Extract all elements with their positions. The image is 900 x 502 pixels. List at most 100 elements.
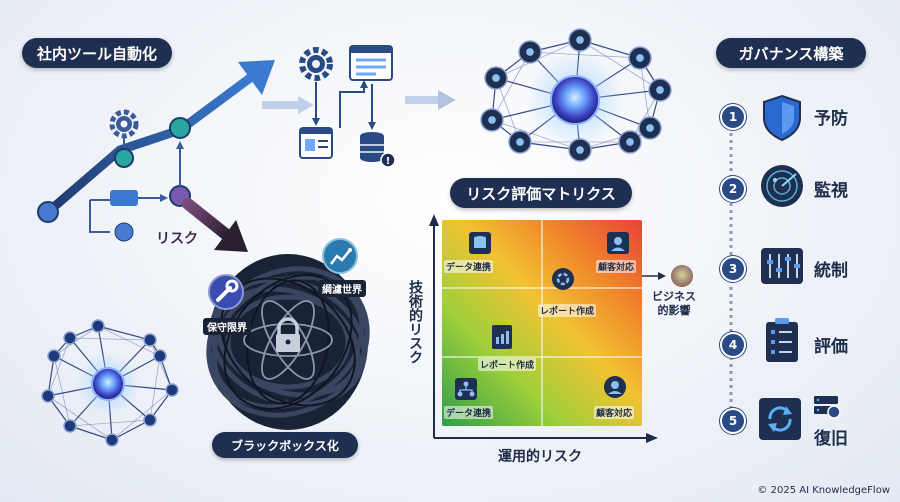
matrix-axes — [429, 214, 693, 443]
customer-headset-icon — [604, 376, 626, 398]
node-glyph-icon — [626, 138, 634, 146]
network-edge — [97, 325, 151, 341]
governance-title: ガバナンス構築 — [716, 38, 866, 68]
network-edge — [579, 127, 651, 151]
process-box — [110, 190, 138, 206]
svg-text:!: ! — [386, 156, 391, 167]
step-number-2: 2 — [720, 176, 746, 202]
step-label-monitoring: 監視 — [814, 181, 848, 201]
step-label-control: 統制 — [814, 261, 848, 281]
node-glyph-icon — [488, 116, 496, 124]
y-axis-label: 技術的リスク — [407, 280, 423, 364]
network-edge — [111, 419, 151, 441]
network-edge — [47, 395, 113, 441]
shield-icon — [763, 94, 801, 142]
server-backup-icon — [814, 396, 841, 419]
gear-icon — [109, 109, 139, 139]
network-edge — [579, 39, 661, 91]
automation-flow — [37, 60, 275, 252]
lock-icon — [276, 317, 300, 352]
blackbox-title: ブラックボックス化 — [212, 432, 358, 458]
matrix-title: リスク評価マトリクス — [450, 178, 632, 208]
matrix-grid — [442, 220, 642, 426]
cell-label-data-integration-top: データ連携 — [444, 260, 494, 273]
network-edge — [111, 389, 173, 441]
automation-title: 社内ツール自動化 — [22, 38, 172, 68]
report-document-icon — [492, 325, 512, 349]
radar-icon — [761, 165, 803, 207]
cell-label-customer-support-bottom: 顧客対応 — [594, 406, 635, 419]
network-node — [91, 319, 105, 333]
database-warning-icon: ! — [360, 132, 396, 168]
x-axis-label: 運用的リスク — [498, 449, 582, 465]
growth-arrow-head — [238, 60, 275, 95]
ai-core-orb — [91, 367, 125, 401]
recovery-sync-icon — [759, 398, 801, 440]
network-node — [41, 389, 55, 403]
network-edge — [69, 419, 151, 427]
maintenance-limit-label: 保守限界 — [203, 318, 251, 335]
data-network-icon — [455, 378, 477, 400]
step-number-4: 4 — [720, 332, 746, 358]
tooling-icons: ! — [262, 45, 456, 168]
network-edge — [639, 57, 651, 129]
network-edge — [53, 355, 71, 427]
flow-node-teal-2 — [169, 117, 191, 139]
network-edge — [47, 337, 71, 397]
cell-label-customer-support-top: 顧客対応 — [596, 260, 637, 273]
network-node — [143, 413, 157, 427]
cell-label-report-top: レポート作成 — [538, 304, 597, 317]
risk-matrix: データ連携 顧客対応 レポート作成 レポート作成 データ連携 顧客対応 — [442, 220, 642, 426]
network-node — [47, 349, 61, 363]
chart-badge-icon — [322, 238, 358, 274]
node-glyph-icon — [576, 146, 584, 154]
network-edge — [491, 51, 531, 121]
node-glyph-icon — [656, 86, 664, 94]
node-glyph-icon — [636, 54, 644, 62]
step-label-evaluation: 評価 — [814, 337, 848, 357]
ai-network-bottom — [41, 319, 179, 447]
flow-node-teal-1 — [114, 148, 134, 168]
checklist-icon — [766, 318, 798, 362]
flow-node-start — [37, 201, 59, 223]
network-edge — [149, 339, 173, 391]
risk-arrow-head — [214, 220, 248, 252]
step-number-3: 3 — [720, 256, 746, 282]
step-number-5: 5 — [720, 408, 746, 434]
settings-gear-icon — [299, 47, 333, 81]
network-node — [143, 333, 157, 347]
intricate-world-label: 綱濾世界 — [318, 280, 366, 297]
growth-arrow-line — [43, 73, 255, 217]
network-node — [153, 349, 167, 363]
step-number-1: 1 — [720, 104, 746, 130]
wrench-icon — [208, 274, 244, 310]
database-icon — [469, 232, 491, 254]
cell-label-report-mid: レポート作成 — [478, 358, 537, 371]
network-node — [105, 433, 119, 447]
node-glyph-icon — [516, 138, 524, 146]
network-edge — [69, 425, 113, 441]
step-label-recovery: 復旧 — [814, 429, 848, 449]
business-impact-label: ビジネス 的影響 — [652, 290, 696, 317]
network-edge — [97, 325, 161, 357]
network-node — [63, 331, 77, 345]
network-node — [63, 419, 77, 433]
step-label-prevention: 予防 — [814, 109, 848, 129]
report-cycle-icon — [552, 268, 574, 290]
node-glyph-icon — [526, 48, 534, 56]
control-sliders-icon — [761, 248, 803, 284]
cell-label-data-integration-bottom: データ連携 — [444, 406, 494, 419]
blackbox-tangle — [206, 238, 370, 430]
network-edge — [69, 337, 151, 341]
node-glyph-icon — [492, 74, 500, 82]
ai-core-orb — [550, 75, 600, 125]
copyright: © 2025 AI KnowledgeFlow — [757, 485, 890, 496]
flow-node-end — [114, 222, 134, 242]
risk-label: リスク — [156, 231, 198, 247]
node-glyph-icon — [576, 36, 584, 44]
ai-network-top — [480, 28, 672, 162]
network-node — [165, 383, 179, 397]
customer-support-icon — [607, 232, 629, 254]
node-glyph-icon — [646, 124, 654, 132]
